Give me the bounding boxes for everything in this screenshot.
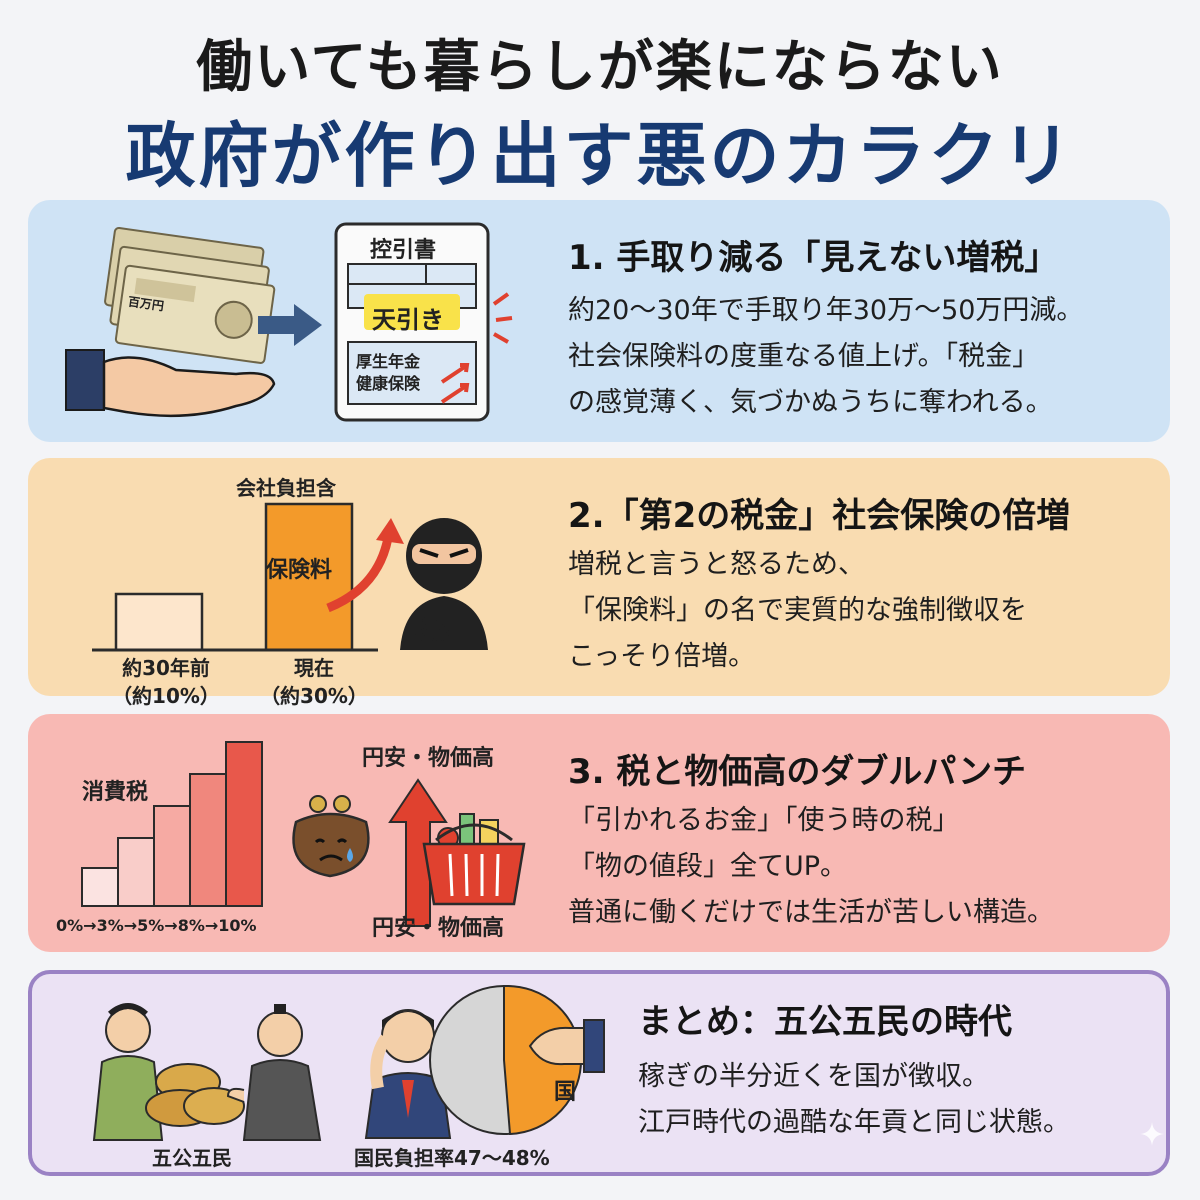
page-title-line1: 働いても暮らしが楽にならない: [196, 35, 1004, 100]
section1-line1: 約20〜30年で手取り年30万〜50万円減。: [568, 295, 1084, 326]
yen-label-top: 円安・物価高: [362, 746, 495, 771]
section2-line1: 増税と言うと怒るため、: [568, 549, 865, 580]
section3-line2: 「物の値段」全てUP。: [568, 851, 848, 882]
section2-body: 増税と言うと怒るため、 「保険料」の名で実質的な強制徴収を こっそり倍増。: [568, 542, 1027, 680]
bar-left-caption: 約30年前 （約10%）: [112, 656, 220, 708]
section3-body: 「引かれるお金」「使う時の税」 「物の値段」全てUP。 普通に働くだけでは生活が…: [568, 798, 1054, 936]
arrow-right-icon: [258, 304, 322, 346]
section3-line1: 「引かれるお金」「使う時の税」: [568, 805, 960, 836]
section-social-insurance: 会社負担含 保険料 約30年前 （約10%） 現在 （約30%） 政府 2.「第…: [28, 458, 1170, 708]
payslip-row-pension: 厚生年金: [356, 352, 421, 371]
section1-body: 約20〜30年で手取り年30万〜50万円減。 社会保険料の度重なる値上げ。「税金…: [568, 288, 1083, 426]
thief-icon: [400, 518, 488, 650]
bar-right-caption: 現在 （約30%）: [260, 656, 368, 708]
open-hand-icon: [65, 349, 276, 418]
coin-purse-icon: [292, 795, 370, 878]
government-label: 政府: [410, 616, 458, 644]
section2-line3: こっそり倍増。: [568, 641, 756, 672]
banknotes-icon: [104, 226, 276, 364]
up-arrow-icon: [388, 778, 448, 927]
consumption-tax-stairs: [81, 741, 263, 907]
country-label: 国: [554, 1080, 577, 1105]
samurai-icon: [92, 1003, 322, 1141]
page-title-line2: 政府が作り出す悪のカラクリ: [125, 115, 1075, 197]
insurance-bar-chart: [92, 502, 488, 652]
section-double-punch: 消費税 0%→3%→5%→8%→10% 円安・物価高 円安・物価高 3. 税と物…: [28, 714, 1170, 952]
section4-body: 稼ぎの半分近くを国が徴収。 江戸時代の過酷な年貢と同じ状態。: [638, 1054, 1070, 1146]
burden-rate-caption: 国民負担率47〜48%: [354, 1146, 550, 1170]
payslip-row-health: 健康保険: [356, 374, 421, 393]
section2-title: 2.「第2の税金」社会保険の倍増: [568, 496, 1071, 536]
shopping-basket-icon: [422, 813, 526, 906]
section4-line2: 江戸時代の過酷な年貢と同じ状態。: [638, 1107, 1070, 1138]
payslip-icon: [334, 222, 513, 422]
section2-line2: 「保険料」の名で実質的な強制徴収を: [568, 595, 1027, 626]
section3-line3: 普通に働くだけでは生活が苦しい構造。: [568, 897, 1054, 928]
section1-line3: の感覚薄く、気づかぬうちに奪われる。: [568, 387, 1053, 418]
section4-line1: 稼ぎの半分近くを国が徴収。: [638, 1061, 989, 1092]
sparkle-icon: [1140, 1122, 1164, 1146]
payslip-title: 控引書: [370, 238, 437, 263]
gokou-gomin-caption: 五公五民: [152, 1146, 232, 1170]
tax-label: 消費税: [82, 780, 149, 805]
bar-top-label: 会社負担含: [236, 476, 336, 500]
pie-chart-icon: [429, 984, 605, 1136]
tax-steps: 0%→3%→5%→8%→10%: [56, 916, 257, 935]
section3-title: 3. 税と物価高のダブルパンチ: [568, 752, 1027, 792]
bar-label: 保険料: [266, 558, 333, 583]
section1-line2: 社会保険料の度重なる値上げ。「税金」: [568, 341, 1040, 372]
section-summary: 五公五民 国 国民負担率47〜48% まとめ：五公五民の時代 稼ぎの半分近くを国…: [28, 970, 1170, 1176]
section4-title: まとめ：五公五民の時代: [638, 1002, 1012, 1042]
section1-title: 1. 手取り減る「見えない増税」: [568, 238, 1059, 278]
deduction-tag: 天引き: [372, 306, 444, 334]
section-invisible-tax: 百万円 控引書 天引き 厚生年金 健康保険 1. 手取り減る「見えない増税」 約…: [28, 200, 1170, 442]
worried-man-icon: [364, 1009, 452, 1139]
yen-label-bottom: 円安・物価高: [372, 916, 505, 941]
